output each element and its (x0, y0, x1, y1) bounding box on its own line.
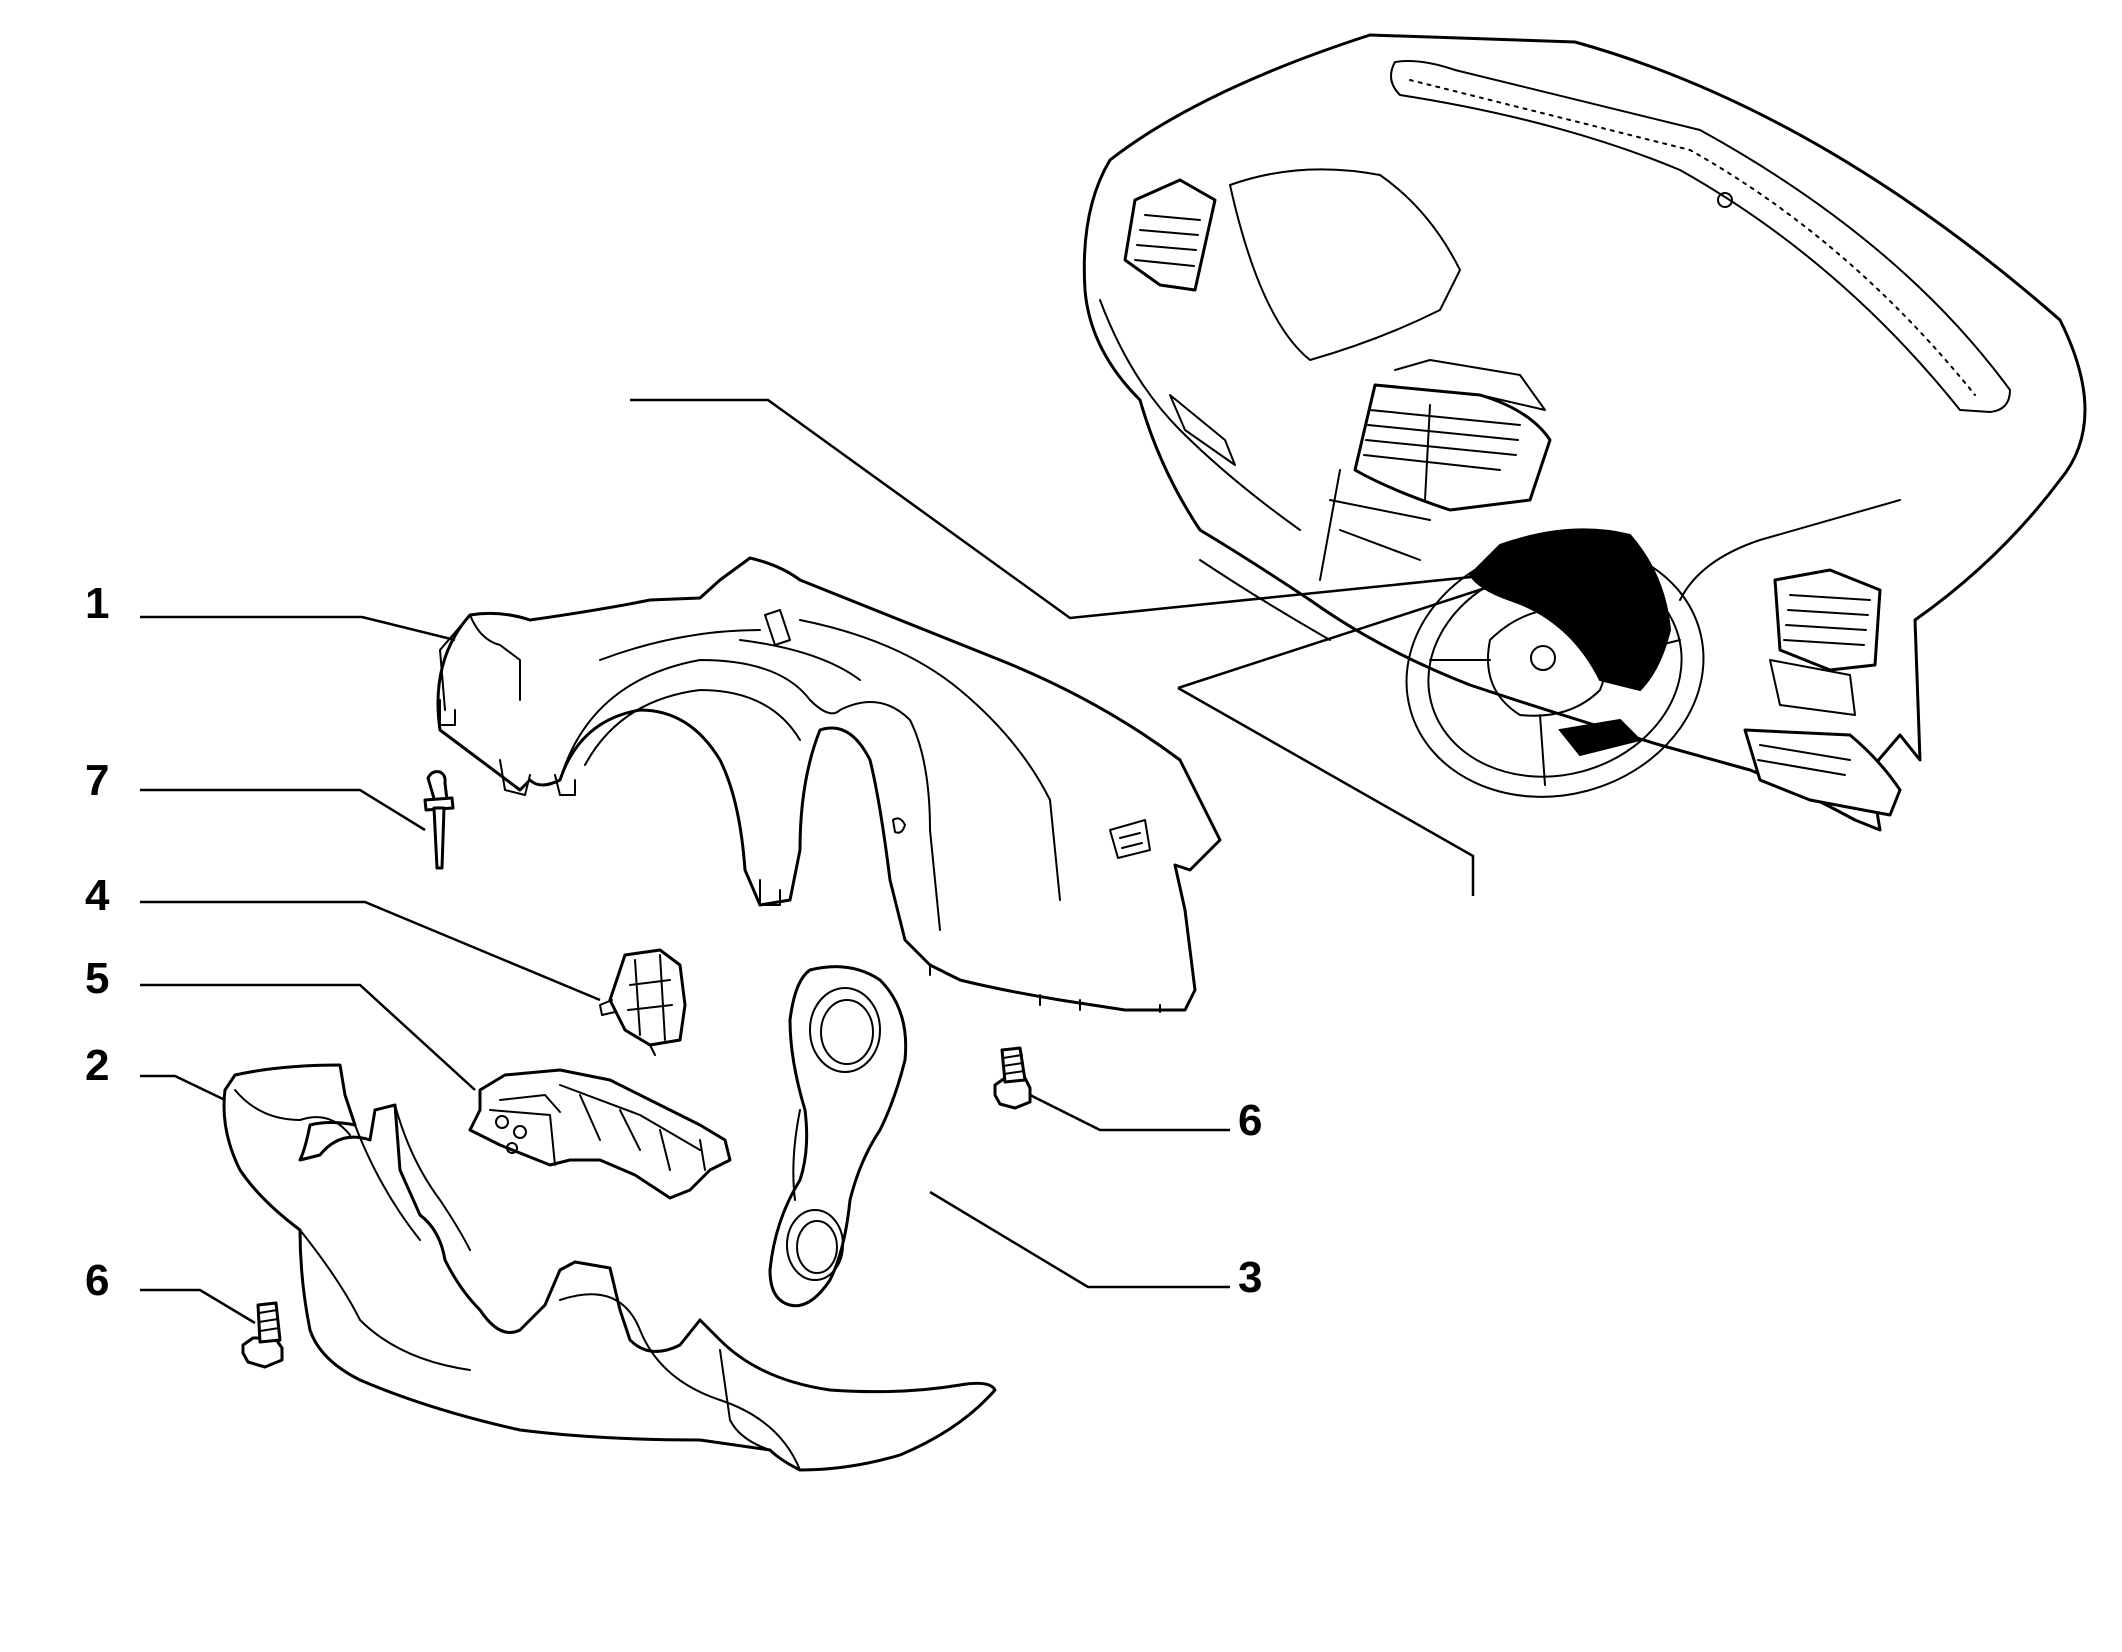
side-handle (1169, 394, 1236, 466)
clip-details (599, 954, 673, 1056)
upper-cowl-bottom-teeth (929, 964, 1161, 1013)
center-vent-slats (1363, 404, 1521, 501)
trim-cover-edge (792, 1109, 801, 1201)
upper-cowl-ribs (559, 619, 1061, 931)
trim-cover-outline (768, 965, 908, 1308)
pointer-line-lower (1177, 578, 1511, 896)
callout-1: 1 (85, 579, 109, 628)
knee-panel-ribs (1757, 744, 1851, 776)
callout-6-right: 6 (1238, 1096, 1262, 1145)
bracket-ribs (559, 1084, 706, 1171)
part-5-bracket (468, 1068, 732, 1200)
leader-4 (140, 900, 601, 1002)
right-lower-box (1769, 659, 1856, 716)
upper-cowl-clips (439, 699, 781, 906)
bracket-hole-1 (495, 1115, 509, 1129)
trim-cover-lower-ring-outer (786, 1209, 844, 1281)
steering-wheel-spokes (1429, 639, 1681, 786)
leader-7 (140, 788, 426, 832)
left-vent-slats (1134, 214, 1201, 267)
lower-cowl-notch (394, 1104, 471, 1251)
clip-body (608, 948, 687, 1047)
instrument-cowl-shadow (1468, 528, 1672, 692)
leader-6-left (140, 1288, 256, 1325)
knee-panel (1743, 728, 1902, 817)
part-3-trim-cover (768, 965, 908, 1308)
lower-spoke-shadow (1558, 718, 1642, 757)
bracket-body (468, 1068, 732, 1200)
leader-3 (929, 1190, 1230, 1289)
right-air-vent (1773, 568, 1882, 672)
part-6-screw-right (993, 1046, 1032, 1110)
center-stack (1319, 469, 1431, 581)
steering-wheel-rim-outer (1405, 542, 1705, 798)
bracket-plate (489, 1094, 561, 1166)
upper-cowl-switch-slot (764, 609, 1151, 859)
pointer-line-upper (630, 398, 1511, 620)
upper-cowl-outline (436, 556, 1222, 1012)
leader-2 (140, 1074, 226, 1102)
upper-cowl-inner-arch (584, 689, 801, 766)
steering-wheel-rim-inner (1427, 562, 1683, 778)
part-6-screw-left (241, 1301, 284, 1369)
part-1-upper-cowl (436, 556, 1222, 1013)
sensor-dot (1717, 192, 1733, 208)
lower-left-panel (1099, 299, 1301, 531)
callout-4: 4 (85, 871, 110, 920)
defroster-vent (1390, 60, 2011, 413)
callout-5: 5 (85, 954, 109, 1003)
part-4-clip (599, 948, 687, 1056)
center-vent-frame (1353, 383, 1552, 512)
upper-cowl-hole (892, 817, 906, 834)
leader-6-right (1029, 1093, 1230, 1132)
rivet-shank (432, 806, 446, 870)
lower-cowl-outline (222, 1063, 997, 1472)
trim-cover-lower-ring-inner (796, 1220, 838, 1274)
bracket-hole-3 (506, 1142, 518, 1154)
overview-pointer-lines (630, 398, 1511, 896)
callout-3: 3 (1238, 1253, 1262, 1302)
center-vent-top (1394, 359, 1546, 411)
steering-wheel-hub (1487, 607, 1609, 717)
lower-cowl-inner-curve (234, 1089, 801, 1471)
right-vent-slats (1783, 594, 1871, 646)
screw-left-thread (258, 1309, 280, 1332)
rivet-head (426, 770, 449, 804)
trim-cover-upper-ring-inner (820, 999, 874, 1065)
bracket-hole-2 (513, 1125, 527, 1139)
callout-2: 2 (85, 1041, 109, 1090)
dash-contour-lines (1199, 499, 1901, 641)
callout-leaders (140, 615, 1230, 1325)
trim-cover-upper-ring-outer (809, 987, 881, 1073)
callout-7: 7 (85, 756, 109, 805)
steering-wheel-badge (1530, 645, 1556, 671)
leader-1 (140, 615, 456, 642)
upper-panel (1229, 168, 1461, 361)
part-7-rivet (423, 770, 455, 870)
dashboard-overview (1082, 33, 2087, 832)
screw-right-thread (1002, 1054, 1025, 1075)
callout-6-left: 6 (85, 1256, 109, 1305)
rivet-flange (423, 796, 455, 812)
left-air-vent (1123, 178, 1217, 292)
part-2-lower-cowl (222, 1063, 997, 1472)
upper-cowl-left-wing (439, 614, 521, 711)
dashboard-outline (1082, 33, 2087, 832)
callout-labels: 1 7 4 5 2 6 6 3 (85, 579, 1262, 1305)
leader-5 (140, 983, 476, 1091)
